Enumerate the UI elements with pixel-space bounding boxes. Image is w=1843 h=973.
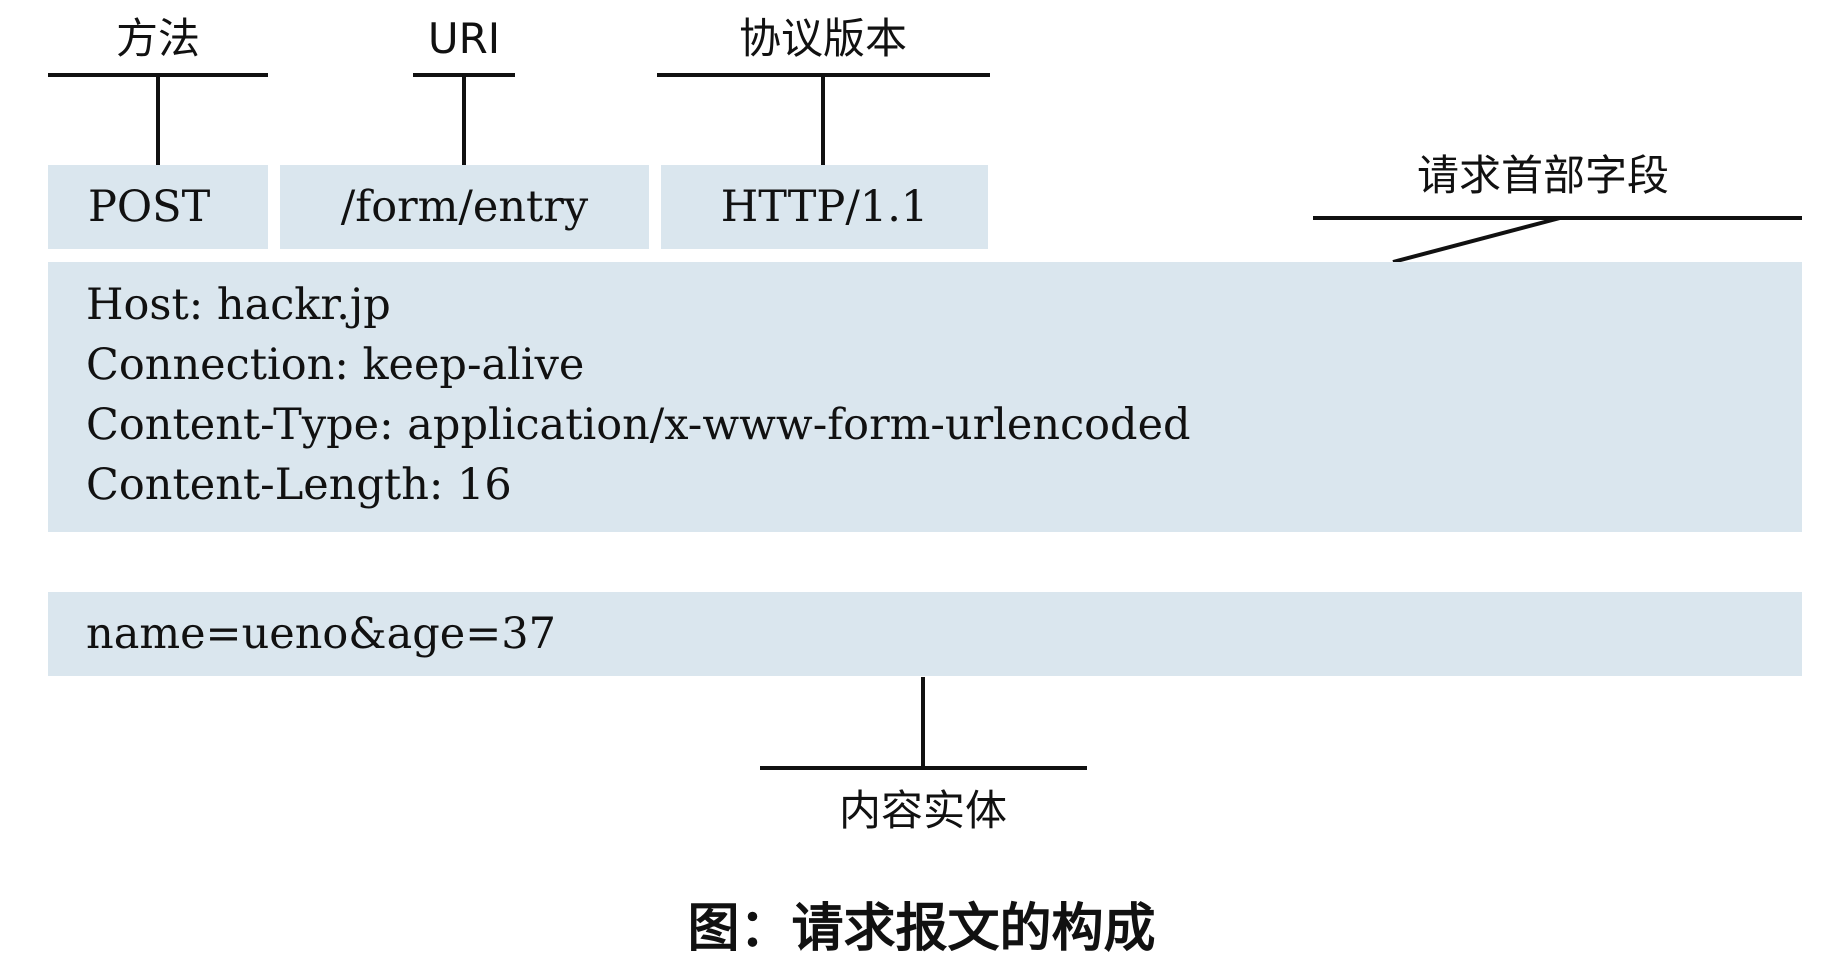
header-field-content-length: Content-Length: 16 (86, 460, 512, 510)
method-value: POST (88, 182, 211, 232)
entity-body-box: name=ueno&age=37 (48, 592, 1802, 676)
entity-body-value: name=ueno&age=37 (86, 609, 556, 659)
header-field-connection: Connection: keep-alive (86, 340, 585, 390)
header-field-host: Host: hackr.jp (86, 280, 391, 330)
uri-box: /form/entry (280, 165, 649, 249)
header-field-content-type: Content-Type: application/x-www-form-url… (86, 400, 1191, 450)
version-label: 协议版本 (738, 14, 907, 63)
uri-value: /form/entry (340, 182, 589, 232)
method-box: POST (48, 165, 268, 249)
method-label: 方法 (115, 14, 200, 63)
version-value: HTTP/1.1 (720, 182, 929, 232)
header-fields-box: Host: hackr.jp Connection: keep-alive Co… (48, 262, 1802, 532)
uri-label: URI (427, 14, 501, 63)
figure-caption: 图：请求报文的构成 (687, 899, 1156, 959)
body-label: 内容实体 (838, 786, 1007, 835)
version-box: HTTP/1.1 (661, 165, 988, 249)
headers-pointer (1392, 216, 1561, 264)
headers-label: 请求首部字段 (1416, 151, 1669, 200)
